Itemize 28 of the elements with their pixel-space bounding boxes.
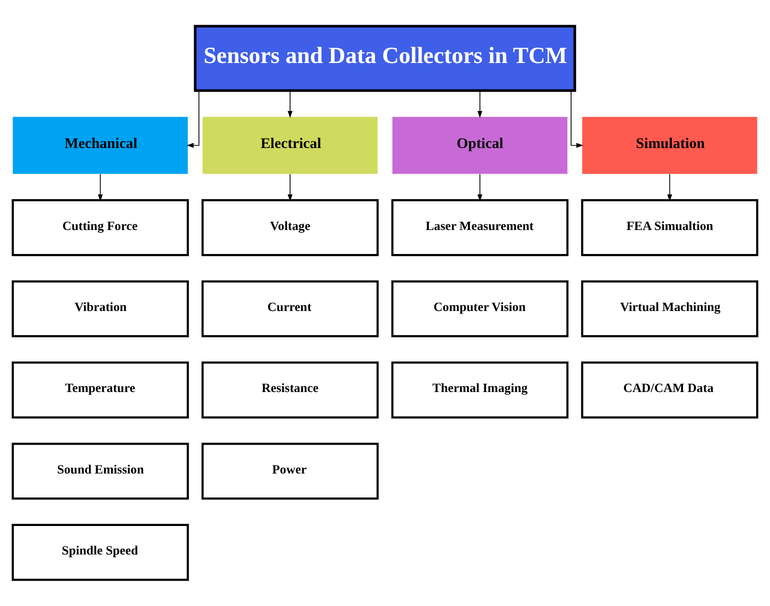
arrow — [288, 90, 293, 118]
node-box: Spindle Speed — [12, 524, 189, 581]
arrow — [667, 174, 672, 202]
node-box: Laser Measurement — [391, 199, 568, 256]
node-box: Simulation — [582, 116, 758, 174]
node-box: Virtual Machining — [581, 280, 758, 338]
arrow — [186, 90, 200, 148]
node-box: Mechanical — [12, 116, 188, 174]
node-box: Electrical — [202, 116, 378, 174]
arrow — [570, 90, 584, 148]
node-box: FEA Simualtion — [581, 199, 758, 256]
node-box: Voltage — [202, 199, 379, 256]
node-box: Computer Vision — [391, 280, 568, 338]
node-box: Thermal Imaging — [391, 362, 568, 418]
node-box: CAD/CAM Data — [581, 362, 758, 418]
arrow — [477, 90, 482, 118]
arrow — [288, 174, 293, 202]
arrow — [98, 174, 103, 202]
arrow — [477, 174, 482, 202]
node-box: Sound Emission — [12, 442, 189, 500]
node-box: Cutting Force — [12, 199, 189, 256]
node-box: Sensors and Data Collectors in TCM — [194, 24, 576, 92]
node-box: Vibration — [12, 280, 189, 338]
node-box: Temperature — [12, 362, 189, 418]
node-box: Current — [202, 280, 379, 338]
node-box: Optical — [392, 116, 568, 174]
node-box: Resistance — [202, 362, 379, 418]
node-box: Power — [202, 442, 379, 500]
